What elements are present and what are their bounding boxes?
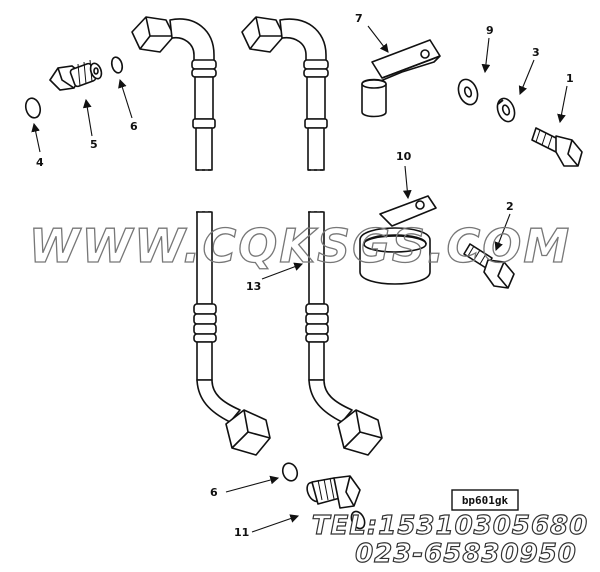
callout-5: 5 bbox=[90, 138, 98, 151]
tube-assembly-right bbox=[241, 16, 383, 456]
callout-10: 10 bbox=[396, 150, 412, 163]
o-ring-6-bottom bbox=[281, 462, 299, 482]
callout-9: 9 bbox=[486, 24, 494, 37]
lock-washer-3 bbox=[496, 97, 516, 123]
bolt-2 bbox=[463, 243, 515, 289]
reference-code: bp601gk bbox=[462, 494, 509, 507]
watermark-url: WWW.CQKSGS.COM bbox=[29, 219, 571, 273]
bolt-1 bbox=[531, 127, 583, 167]
tube-assembly-left bbox=[131, 16, 271, 456]
bracket-7 bbox=[361, 39, 441, 118]
callout-labels: 7 9 3 1 2 10 13 6 5 4 6 11 bbox=[36, 12, 574, 539]
washer-9 bbox=[457, 78, 479, 106]
reference-code-box: bp601gk bbox=[451, 489, 519, 511]
callout-6-top: 6 bbox=[130, 120, 138, 133]
callout-1: 1 bbox=[566, 72, 574, 85]
watermark-tel: TEL:15310305680 bbox=[312, 511, 588, 541]
callout-7: 7 bbox=[355, 12, 363, 25]
watermark: WWW.CQKSGS.COM TEL:15310305680 023-65830… bbox=[28, 218, 588, 569]
o-ring-6-top bbox=[110, 56, 124, 74]
callout-13: 13 bbox=[246, 280, 261, 293]
callout-11: 11 bbox=[234, 526, 249, 539]
watermark-phone: 023-65830950 bbox=[355, 539, 577, 569]
callout-3: 3 bbox=[532, 46, 540, 59]
o-ring-4 bbox=[24, 97, 42, 119]
adapter-fitting-11 bbox=[306, 475, 366, 530]
callout-4: 4 bbox=[36, 156, 44, 169]
callout-2: 2 bbox=[506, 200, 514, 213]
adapter-fitting-5 bbox=[48, 59, 103, 91]
callout-6-bottom: 6 bbox=[210, 486, 218, 499]
clamp-10 bbox=[359, 195, 437, 285]
leader-lines bbox=[31, 25, 568, 533]
